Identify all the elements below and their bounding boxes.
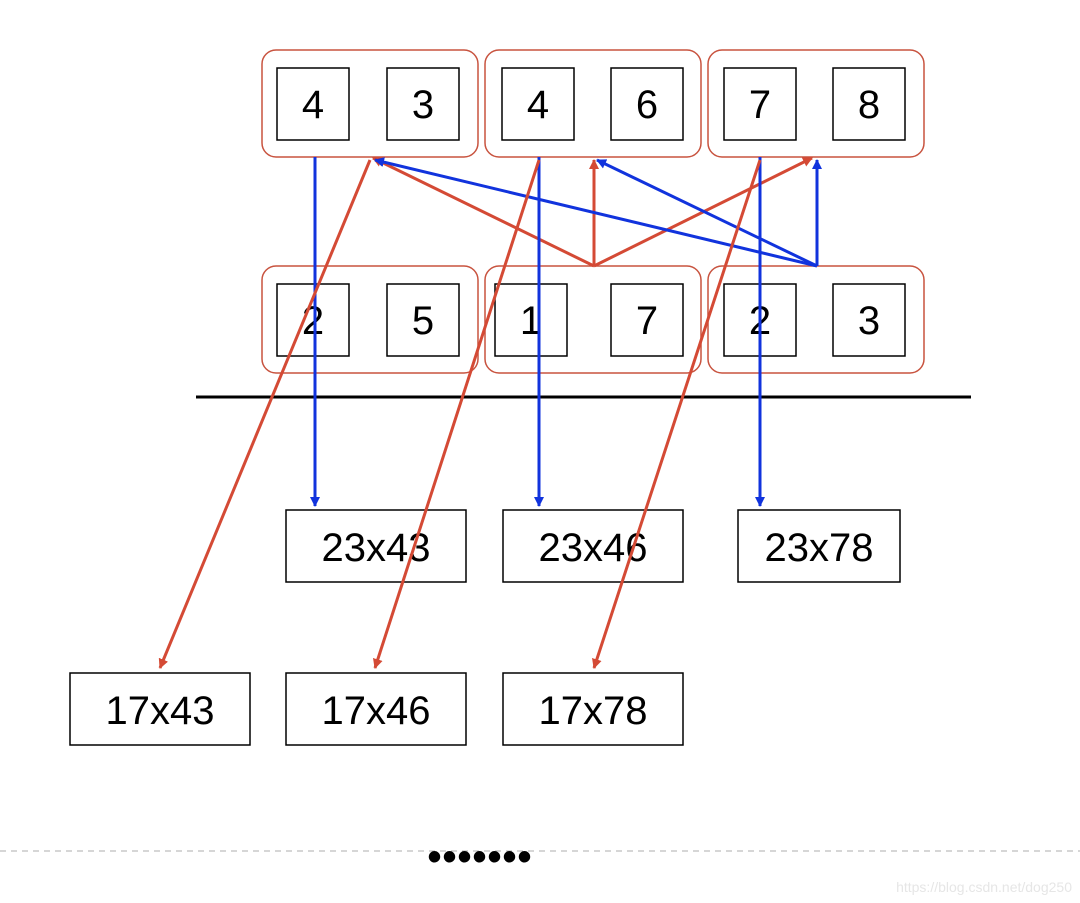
bottom-group-2-cell-1 <box>832 283 906 357</box>
bottom-group-0-digit-0: 2 <box>302 299 324 343</box>
bottom-group-0: 2 5 <box>261 265 479 374</box>
blue-down-arrows <box>310 157 765 507</box>
result-box-17x78 <box>502 672 684 746</box>
top-group-0: 4 3 <box>261 49 479 158</box>
top-group-1-digit-0: 4 <box>527 83 549 127</box>
result-box-23x43 <box>285 509 467 583</box>
ellipsis: ••••••• <box>427 835 532 879</box>
top-group-0-digit-1: 3 <box>412 83 434 127</box>
top-group-2-digit-0: 7 <box>749 83 771 127</box>
bottom-group-0-outline <box>261 265 479 374</box>
result-label-17x78: 17x78 <box>539 689 648 733</box>
top-group-0-digit-0: 4 <box>302 83 324 127</box>
top-group-2-cell-1 <box>832 67 906 141</box>
result-label-17x46: 17x46 <box>322 689 431 733</box>
bottom-group-0-cell-1 <box>386 283 460 357</box>
bottom-group-0-digit-1: 5 <box>412 299 434 343</box>
bottom-group-2: 2 3 <box>707 265 925 374</box>
bottom-group-1-cell-0 <box>494 283 568 357</box>
top-group-2: 7 8 <box>707 49 925 158</box>
top-group-0-cell-0 <box>276 67 350 141</box>
top-group-2-outline <box>707 49 925 158</box>
top-group-1-cell-0 <box>501 67 575 141</box>
result-row-1: 23x43 23x46 23x78 <box>285 509 901 583</box>
top-group-1-outline <box>484 49 702 158</box>
result-box-23x46 <box>502 509 684 583</box>
top-group-1: 4 6 <box>484 49 702 158</box>
bottom-group-1: 1 7 <box>484 265 702 374</box>
bottom-group-1-cell-1 <box>610 283 684 357</box>
blue-arrow-to-top-3 <box>374 157 818 268</box>
top-group-0-outline <box>261 49 479 158</box>
top-group-2-digit-1: 8 <box>858 83 880 127</box>
bottom-group-1-digit-1: 7 <box>636 299 658 343</box>
result-row-2: 17x43 17x46 17x78 <box>69 672 684 746</box>
red-arrow-down-17x43 <box>158 159 372 669</box>
watermark: https://blog.csdn.net/dog250 <box>896 879 1072 895</box>
result-box-17x46 <box>285 672 467 746</box>
red-arrow-down-17x46 <box>373 159 541 669</box>
result-box-17x43 <box>69 672 251 746</box>
red-arrow-to-top-3 <box>372 156 595 268</box>
bottom-group-2-digit-1: 3 <box>858 299 880 343</box>
bottom-group-1-digit-0: 1 <box>520 299 542 343</box>
result-box-23x78 <box>737 509 901 583</box>
top-group-0-cell-1 <box>386 67 460 141</box>
result-label-23x78: 23x78 <box>765 526 874 570</box>
result-label-17x43: 17x43 <box>106 689 215 733</box>
red-down-arrows <box>158 159 762 669</box>
result-label-23x46: 23x46 <box>539 526 648 570</box>
blue-arrow-to-top-6 <box>596 158 818 268</box>
top-group-1-digit-1: 6 <box>636 83 658 127</box>
blue-up-arrows <box>374 157 822 268</box>
red-arrow-down-17x78 <box>592 159 762 669</box>
top-group-1-cell-1 <box>610 67 684 141</box>
top-group-2-cell-0 <box>723 67 797 141</box>
